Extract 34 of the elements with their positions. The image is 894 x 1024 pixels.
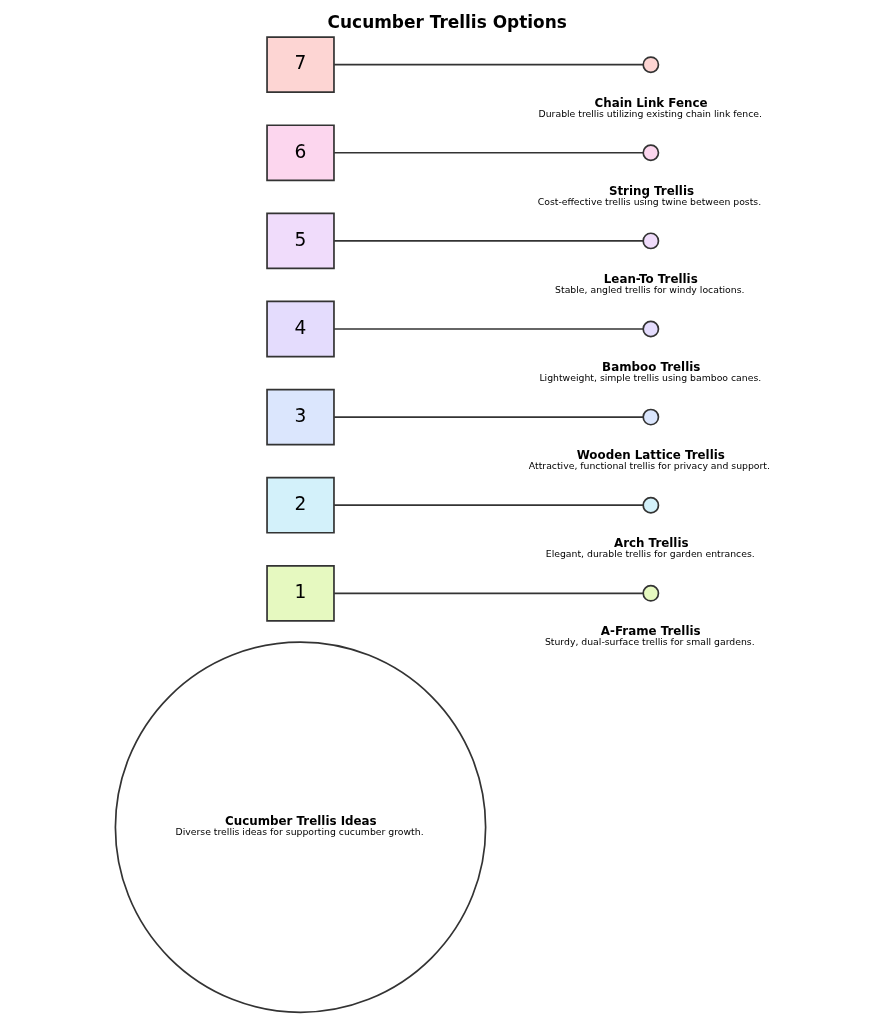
connector [332, 63, 644, 66]
node-box: 1 [265, 564, 335, 622]
node-box: 6 [265, 124, 335, 182]
connector [332, 592, 644, 595]
node-label: String Trellis [608, 183, 694, 198]
connector [332, 328, 644, 330]
node-label: Sturdy, dual-surface trellis for small gardens. [544, 636, 755, 648]
node-box: 2 [265, 476, 335, 534]
connector [332, 240, 644, 242]
node-label: Arch Trellis [613, 536, 689, 551]
connector [332, 416, 644, 418]
node-circle [641, 56, 659, 74]
node-label: Stable, angled trellis for windy locations. [554, 283, 744, 295]
node-label: Chain Link Fence [593, 95, 708, 110]
node-circle [641, 496, 659, 514]
node-circle [641, 232, 659, 250]
node-label: Elegant, durable trellis for garden entrances. [545, 548, 755, 560]
node-circle [641, 408, 659, 426]
node-label: Lean-To Trellis [603, 271, 698, 286]
node-box: 4 [265, 300, 335, 358]
node-circle: Cucumber Trellis Ideas Diverse trellis ideas for supporting cucumber growth. [114, 641, 486, 1014]
node-circle [641, 320, 659, 338]
diagram-title: Cucumber Trellis Options [327, 11, 567, 32]
node-box: 3 [265, 388, 335, 446]
node-label: A-Frame Trellis [600, 624, 701, 639]
node-box: 7 [265, 36, 335, 94]
node-label: Wooden Lattice Trellis [576, 448, 725, 463]
node-circle [641, 144, 659, 162]
node-box: 5 [265, 212, 335, 270]
connector [332, 504, 644, 507]
connector [332, 151, 644, 154]
node-circle [641, 584, 659, 602]
node-label: Durable trellis utilizing existing chain link fence. [538, 107, 762, 119]
node-label: Attractive, functional trellis for privacy and support. [528, 460, 770, 472]
